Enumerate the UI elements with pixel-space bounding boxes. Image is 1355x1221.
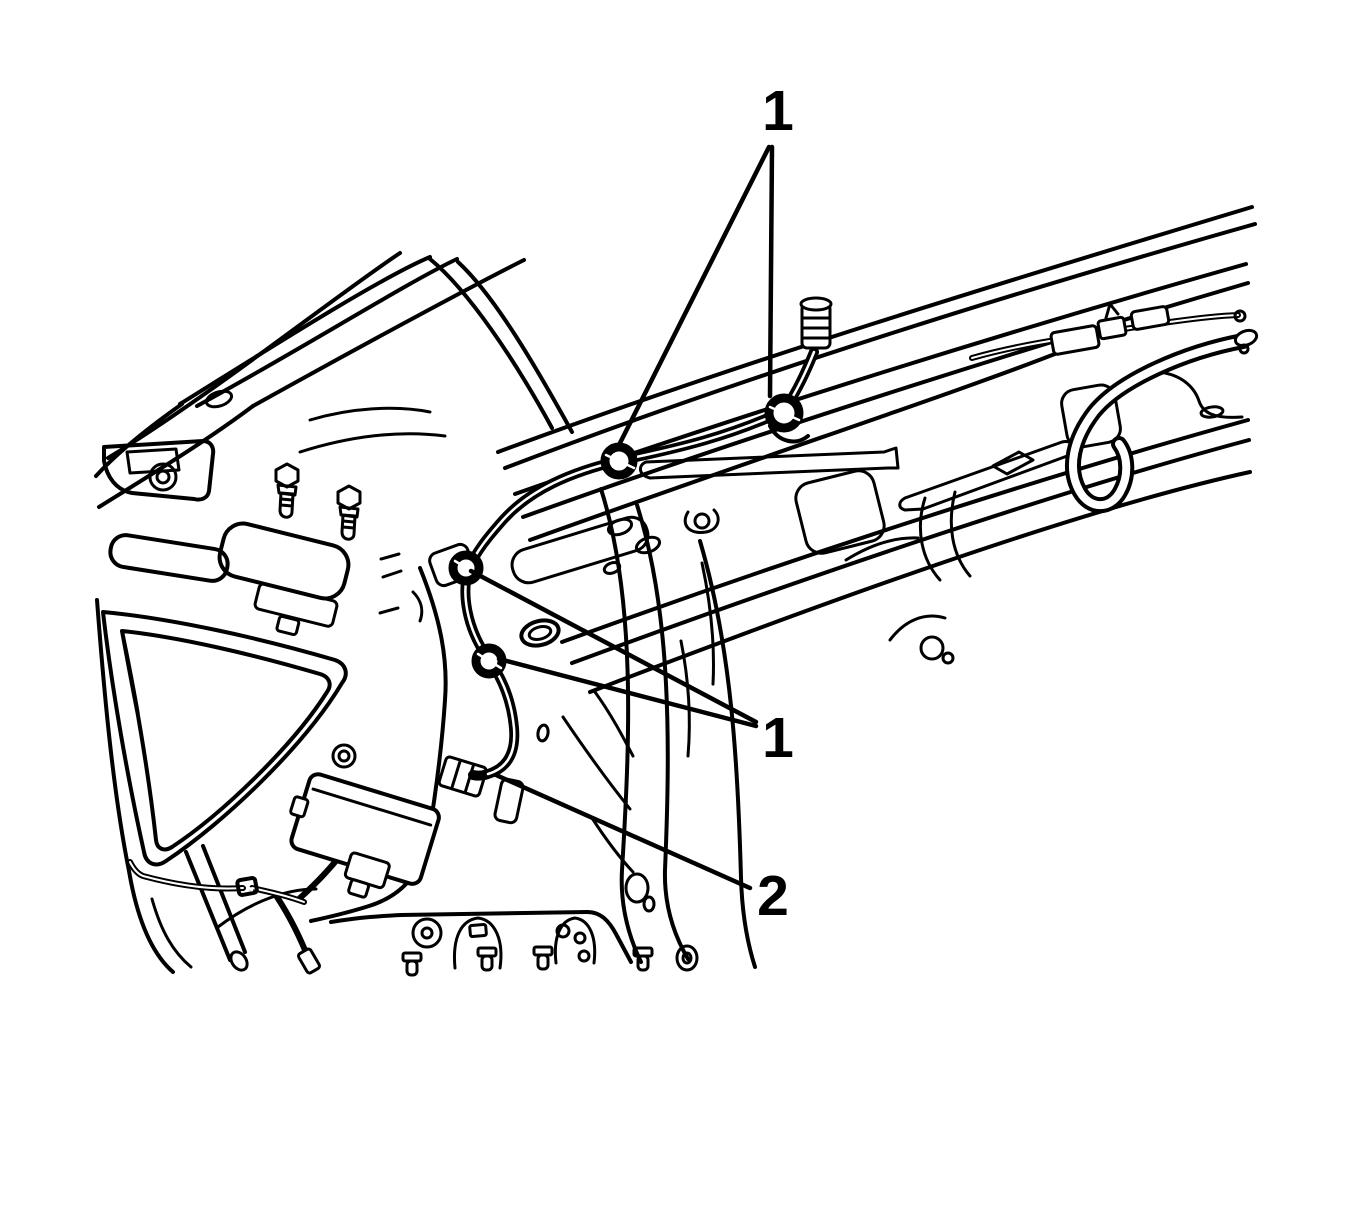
harness-clip — [235, 876, 259, 897]
washer — [411, 917, 443, 949]
quarter-window-opening — [101, 610, 348, 867]
stud-bolt — [274, 462, 300, 519]
panel-slot — [991, 450, 1035, 476]
roof-bow — [94, 251, 574, 509]
flange-stud — [532, 945, 554, 971]
panel-outer-edge — [95, 598, 175, 974]
bracket-strip — [639, 446, 900, 480]
callouts: 1 1 2 — [468, 79, 794, 928]
lower-panel-flange — [329, 910, 654, 977]
flange-stud — [632, 946, 654, 972]
module-bolt — [331, 743, 357, 769]
callout-label-1-lower: 1 — [762, 706, 794, 770]
panel-opening — [794, 469, 886, 555]
antenna-module — [289, 743, 525, 899]
bracket-bolt — [148, 462, 178, 492]
harness-connector — [297, 947, 321, 975]
keyhole-slot — [553, 916, 597, 965]
drain-hose — [1065, 328, 1259, 514]
callout-leader-line — [615, 144, 772, 450]
panel-cutout — [1060, 383, 1122, 449]
pillar-hole — [536, 723, 550, 743]
inline-connector — [1129, 305, 1171, 331]
callout-label-2: 2 — [757, 864, 789, 928]
connector-prong — [1104, 302, 1120, 320]
rear-pillar — [519, 487, 757, 972]
pillar-hole — [642, 895, 656, 913]
callout-leader-line — [496, 656, 759, 729]
cylinder-assembly — [108, 521, 351, 637]
cable-end — [1233, 309, 1247, 323]
bracket-plate — [102, 439, 216, 502]
roof-harness-with-connectors — [969, 302, 1247, 361]
flange-stud — [476, 946, 498, 972]
brace-rod — [184, 844, 247, 962]
inline-connector — [1049, 324, 1101, 356]
stud-bolt — [336, 484, 362, 541]
flange-stud — [401, 951, 423, 977]
callout-leader-line — [493, 772, 753, 891]
keyhole-slot — [452, 916, 503, 970]
hose-end-cap — [1233, 328, 1259, 348]
panel-hole — [1199, 405, 1225, 419]
pillar-hole — [624, 872, 650, 904]
quarter-panel-details — [639, 370, 1244, 665]
callout-label-1-top: 1 — [762, 79, 794, 143]
callout-leader-line — [468, 568, 759, 725]
inline-connector — [1096, 315, 1128, 341]
left-quarter-structure — [95, 439, 362, 974]
bow-bracket-hole — [204, 389, 234, 409]
shelf-slot — [510, 515, 650, 585]
eye-bracket — [683, 508, 720, 535]
antenna-grommet — [799, 296, 833, 350]
shelf-oval-hole — [519, 618, 561, 648]
callout-leader-line — [767, 144, 775, 399]
pillar-hole — [675, 944, 699, 972]
